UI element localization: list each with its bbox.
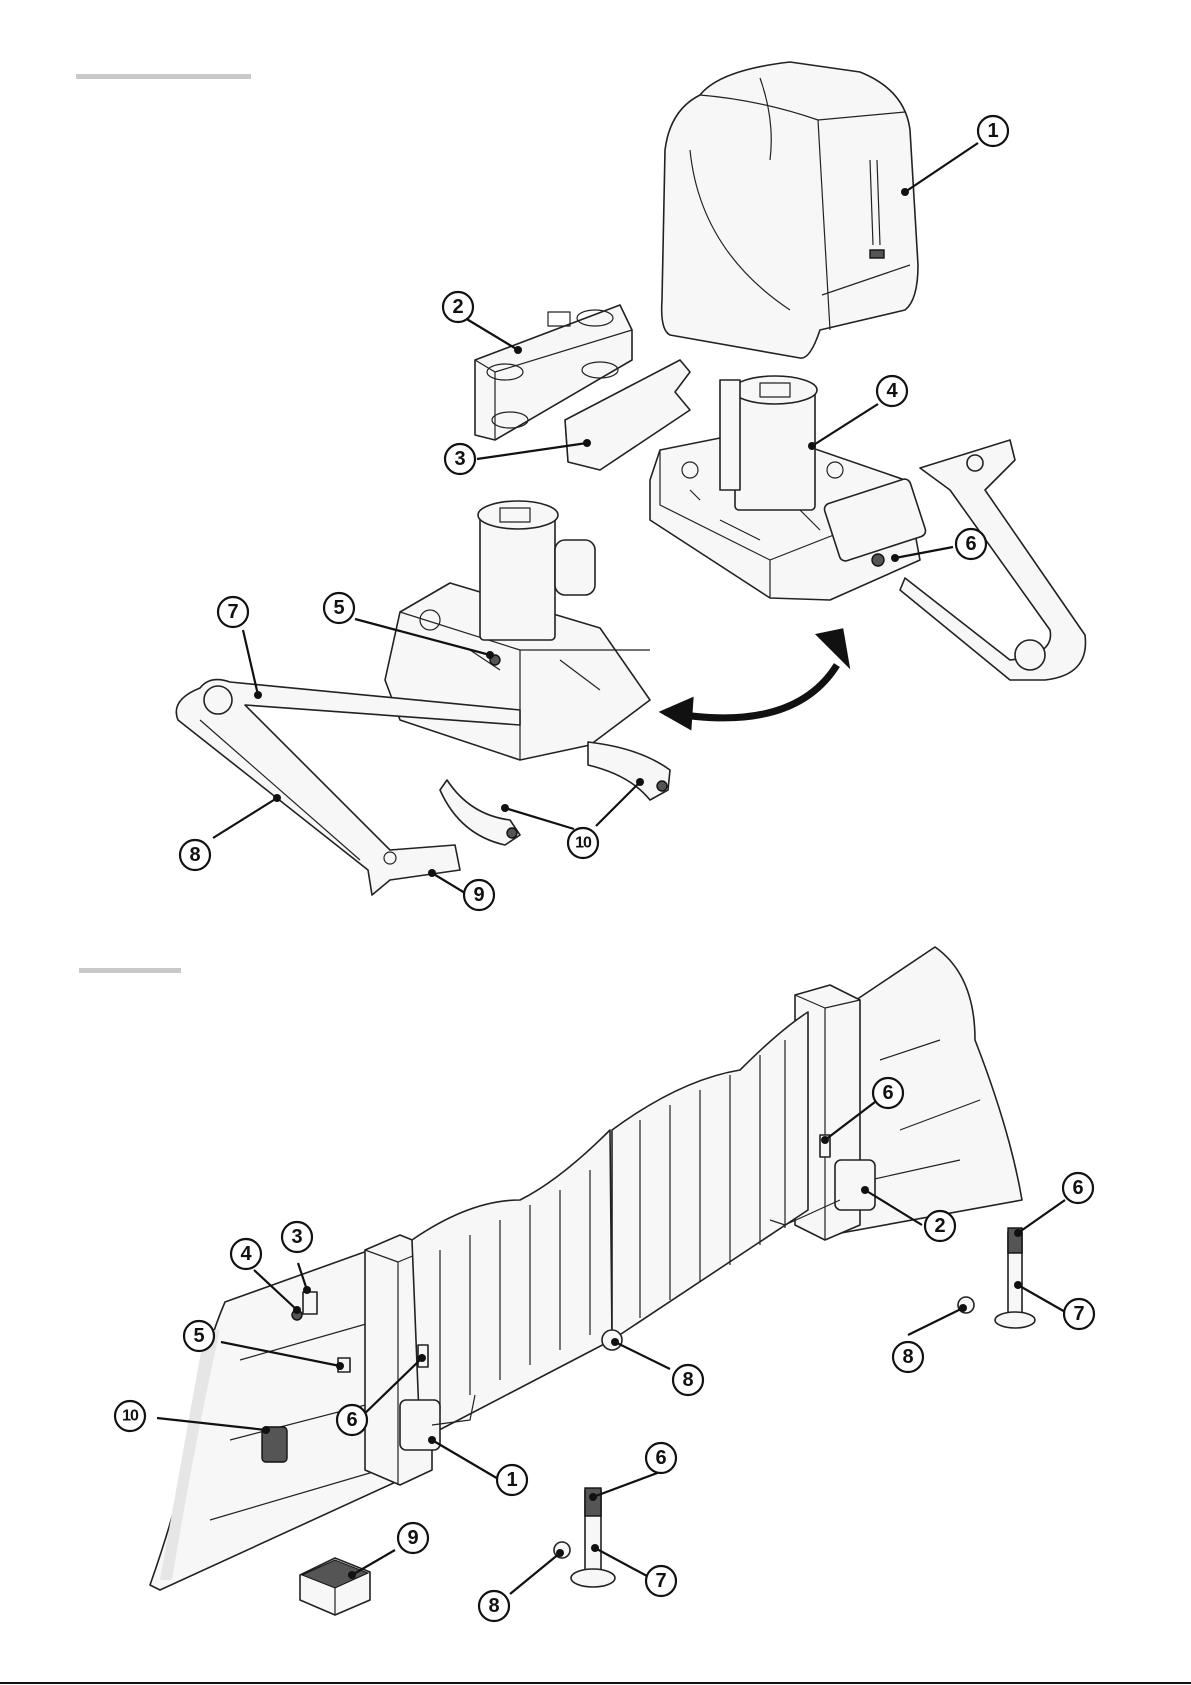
junction-box bbox=[300, 1558, 370, 1615]
section-rule-bottom bbox=[79, 968, 181, 973]
callout-f2-3: 3 bbox=[282, 1222, 312, 1252]
rotation-arrow bbox=[662, 630, 848, 728]
callout-f1-7: 7 bbox=[218, 597, 248, 627]
svg-text:1: 1 bbox=[987, 120, 998, 142]
post-front bbox=[571, 1488, 615, 1587]
callout-f2-7b: 7 bbox=[646, 1566, 676, 1596]
svg-text:6: 6 bbox=[655, 1447, 666, 1469]
callout-f2-6c: 6 bbox=[337, 1405, 367, 1435]
svg-text:3: 3 bbox=[454, 448, 465, 470]
svg-text:8: 8 bbox=[682, 1369, 693, 1391]
callout-f2-5: 5 bbox=[184, 1321, 214, 1351]
svg-text:5: 5 bbox=[333, 597, 344, 619]
svg-text:3: 3 bbox=[291, 1226, 302, 1248]
callout-f1-1: 1 bbox=[978, 116, 1008, 146]
right-gearmotor bbox=[650, 376, 927, 600]
limit-cams bbox=[440, 742, 670, 845]
svg-text:8: 8 bbox=[902, 1346, 913, 1368]
gate-stops bbox=[554, 1297, 974, 1558]
figure-1-exploded-view bbox=[176, 62, 1085, 895]
callout-f2-8c: 8 bbox=[479, 1591, 509, 1621]
callout-f1-3: 3 bbox=[445, 444, 475, 474]
callout-f2-1: 1 bbox=[497, 1465, 527, 1495]
callout-f1-10: 10 bbox=[568, 828, 598, 858]
svg-text:4: 4 bbox=[886, 380, 898, 402]
callout-f2-8b: 8 bbox=[893, 1342, 923, 1372]
svg-text:6: 6 bbox=[882, 1082, 893, 1104]
callout-f2-9: 9 bbox=[398, 1523, 428, 1553]
svg-text:1: 1 bbox=[506, 1469, 517, 1491]
svg-text:9: 9 bbox=[473, 884, 484, 906]
svg-text:6: 6 bbox=[965, 533, 976, 555]
section-rule-top bbox=[76, 74, 251, 79]
svg-text:8: 8 bbox=[189, 844, 200, 866]
svg-text:7: 7 bbox=[1073, 1303, 1084, 1325]
right-arm bbox=[900, 440, 1086, 680]
callout-f1-9: 9 bbox=[464, 880, 494, 910]
svg-text:9: 9 bbox=[407, 1527, 418, 1549]
left-arm bbox=[176, 680, 520, 895]
callout-f1-8: 8 bbox=[180, 840, 210, 870]
callout-f1-2: 2 bbox=[443, 292, 473, 322]
svg-text:4: 4 bbox=[240, 1243, 252, 1265]
callout-f2-6b: 6 bbox=[1063, 1173, 1093, 1203]
svg-text:6: 6 bbox=[1072, 1177, 1083, 1199]
callout-f2-6a: 6 bbox=[873, 1078, 903, 1108]
callout-f2-4: 4 bbox=[231, 1239, 261, 1269]
svg-text:10: 10 bbox=[575, 835, 592, 852]
callout-f2-10: 10 bbox=[115, 1401, 145, 1431]
figure-2-installation-view bbox=[150, 947, 1067, 1615]
svg-text:10: 10 bbox=[122, 1408, 139, 1425]
svg-text:2: 2 bbox=[452, 296, 463, 318]
svg-text:6: 6 bbox=[346, 1409, 357, 1431]
gate-leaves bbox=[412, 1012, 808, 1440]
svg-text:7: 7 bbox=[227, 601, 238, 623]
post-right bbox=[995, 1228, 1035, 1328]
callout-f1-6: 6 bbox=[956, 529, 986, 559]
callout-f2-2: 2 bbox=[925, 1211, 955, 1241]
svg-text:2: 2 bbox=[934, 1215, 945, 1237]
callout-f2-6d: 6 bbox=[646, 1443, 676, 1473]
svg-text:7: 7 bbox=[655, 1570, 666, 1592]
svg-text:8: 8 bbox=[488, 1595, 499, 1617]
svg-text:5: 5 bbox=[193, 1325, 204, 1347]
callout-f1-5: 5 bbox=[324, 593, 354, 623]
callout-f2-8a: 8 bbox=[673, 1365, 703, 1395]
callout-f2-7a: 7 bbox=[1064, 1299, 1094, 1329]
motor-cover bbox=[662, 62, 918, 358]
callout-f1-4: 4 bbox=[877, 376, 907, 406]
